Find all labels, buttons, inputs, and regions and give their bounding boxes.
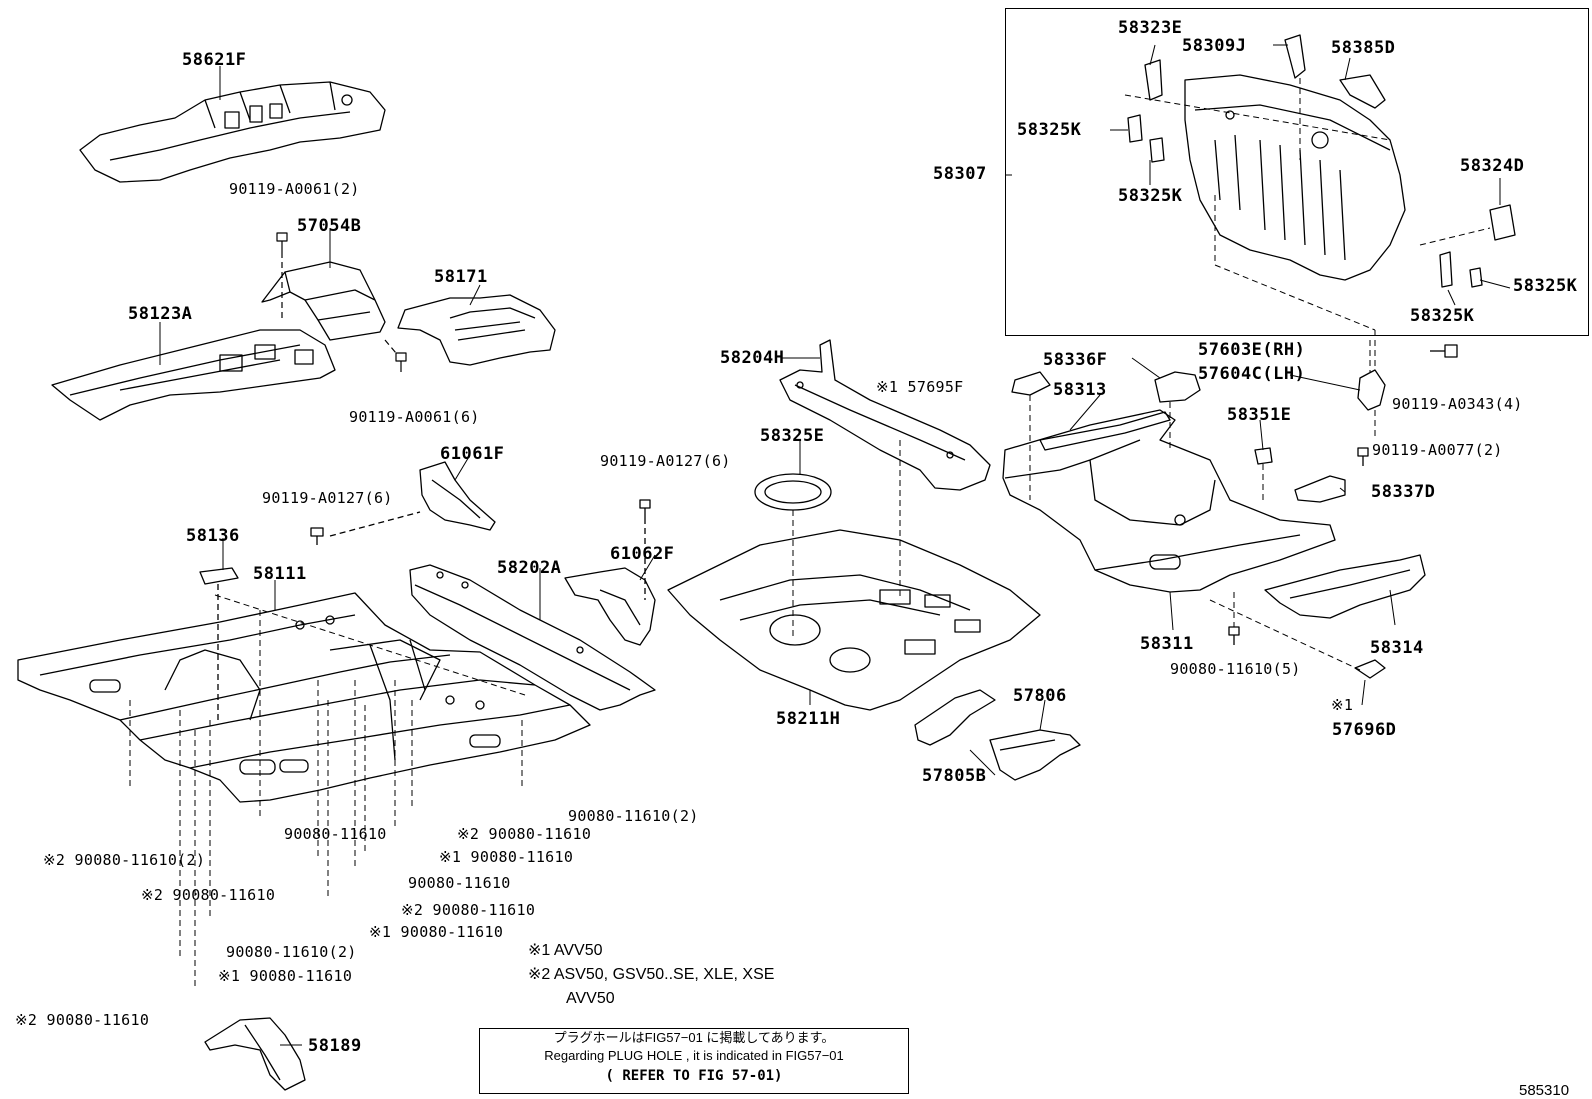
fastener-label: 90119-A0061(6) — [349, 408, 480, 426]
part-58314-shape — [1264, 554, 1426, 619]
part-label: 58337D — [1371, 482, 1436, 502]
fastener-label: 90080-11610(5) — [1170, 660, 1301, 678]
fastener-label: 90119-A0061(2) — [229, 180, 360, 198]
part-58621F-shape — [79, 81, 386, 183]
part-label: 58171 — [434, 267, 488, 287]
part-label: 61061F — [440, 444, 505, 464]
part-label: 58323E — [1118, 18, 1183, 38]
part-label: 58111 — [253, 564, 307, 584]
detail-small-parts — [1124, 34, 1516, 370]
fastener-label: 90080-11610 — [408, 874, 511, 892]
part-58123A-shape — [51, 329, 336, 421]
part-61061F-shape — [419, 461, 496, 531]
part-label: 58325K — [1118, 186, 1183, 206]
part-label: 58313 — [1053, 380, 1107, 400]
part-label: 58309J — [1182, 36, 1247, 56]
part-label: 58202A — [497, 558, 562, 578]
fastener-label: 90080-11610(2) — [226, 943, 357, 961]
part-58189-shape — [204, 1017, 306, 1091]
part-label: 58385D — [1331, 38, 1396, 58]
part-58313-shape — [1039, 411, 1171, 451]
part-57696D-shape — [1209, 599, 1386, 679]
bolt-61062F — [639, 499, 651, 600]
part-label: 58325K — [1017, 120, 1082, 140]
part-58211H-shape — [667, 529, 1041, 711]
legend-note-3: AVV50 — [566, 990, 615, 1007]
plug-note-japanese: プラグホールはFIG57−01 に掲載してあります。 — [553, 1030, 835, 1045]
figure-number: 585310 — [1519, 1082, 1570, 1099]
part-58325E-shape — [754, 473, 832, 640]
fastener-label: ※1 57695F — [876, 378, 964, 396]
part-label: 58351E — [1227, 405, 1292, 425]
part-58311-shape — [1002, 409, 1336, 593]
part-label: 57054B — [297, 216, 362, 236]
part-label: 58189 — [308, 1036, 362, 1056]
leader-lines — [159, 44, 1511, 1046]
fastener-label: 90080-11610 — [284, 825, 387, 843]
part-58136-shape — [199, 567, 239, 720]
plug-hole-note: プラグホールはFIG57−01 に掲載してあります。 Regarding PLU… — [479, 1028, 909, 1094]
part-label: 58311 — [1140, 634, 1194, 654]
legend-note-1: ※1 AVV50 — [528, 942, 603, 959]
part-label: 58307 — [933, 164, 987, 184]
detail-frame — [1005, 8, 1589, 336]
fastener-label: ※2 90080-11610 — [15, 1011, 150, 1029]
part-57695F-shape — [1011, 371, 1051, 500]
bolt-shapes-right — [1228, 344, 1458, 645]
leader-dashes-58111 — [129, 594, 526, 990]
part-label: 58136 — [186, 526, 240, 546]
fastener-label: ※1 90080-11610 — [369, 923, 504, 941]
part-label: 58314 — [1370, 638, 1424, 658]
part-58204H-shape — [779, 339, 991, 600]
fastener-label: ※2 90080-11610 — [141, 886, 276, 904]
plug-note-reference: ( REFER TO FIG 57-01) — [605, 1068, 783, 1084]
fastener-label: 90119-A0343(4) — [1392, 395, 1523, 413]
part-label: 57805B — [922, 766, 987, 786]
bolt-61061F — [310, 511, 421, 545]
fastener-label: 90119-A0127(6) — [600, 452, 731, 470]
part-57603E-shape — [1357, 340, 1386, 411]
fastener-label: 90080-11610(2) — [568, 807, 699, 825]
part-58307-shape — [1184, 74, 1406, 281]
fastener-label: ※2 90080-11610 — [457, 825, 592, 843]
part-label: 57603E(RH) — [1198, 340, 1306, 360]
part-label: 58325E — [760, 426, 825, 446]
part-57054B-shape — [261, 261, 386, 341]
part-label: 58204H — [720, 348, 785, 368]
part-label: 58123A — [128, 304, 193, 324]
part-58111-shape — [17, 592, 591, 803]
part-57806-shape — [989, 729, 1081, 781]
fastener-label: 90119-A0127(6) — [262, 489, 393, 507]
part-label: 58621F — [182, 50, 247, 70]
part-label: 57696D — [1332, 720, 1397, 740]
fastener-label: ※2 90080-11610(2) — [43, 851, 206, 869]
part-61062F-shape — [564, 567, 656, 646]
part-58171-shape — [397, 294, 556, 366]
part-label: 58211H — [776, 709, 841, 729]
legend-note-2: ※2 ASV50, GSV50..SE, XLE, XSE — [528, 966, 775, 983]
part-label: 58324D — [1460, 156, 1525, 176]
part-label: 57604C(LH) — [1198, 364, 1306, 384]
part-label: 61062F — [610, 544, 675, 564]
fastener-label: ※2 90080-11610 — [401, 901, 536, 919]
part-57805B-shape — [914, 689, 996, 746]
plug-note-english: Regarding PLUG HOLE , it is indicated in… — [544, 1048, 844, 1063]
part-label: 58325K — [1513, 276, 1578, 296]
fastener-label: ※1 90080-11610 — [218, 967, 353, 985]
fastener-label: ※1 — [1331, 696, 1354, 714]
part-label: 58325K — [1410, 306, 1475, 326]
part-58202A-shape — [409, 564, 656, 711]
part-label: 58336F — [1043, 350, 1108, 370]
part-58337D-shape — [1294, 475, 1346, 503]
part-label: 57806 — [1013, 686, 1067, 706]
fastener-label: 90119-A0077(2) — [1372, 441, 1503, 459]
fastener-label: ※1 90080-11610 — [439, 848, 574, 866]
bolt-shapes — [276, 232, 407, 372]
part-58351E-shape — [1254, 447, 1273, 500]
